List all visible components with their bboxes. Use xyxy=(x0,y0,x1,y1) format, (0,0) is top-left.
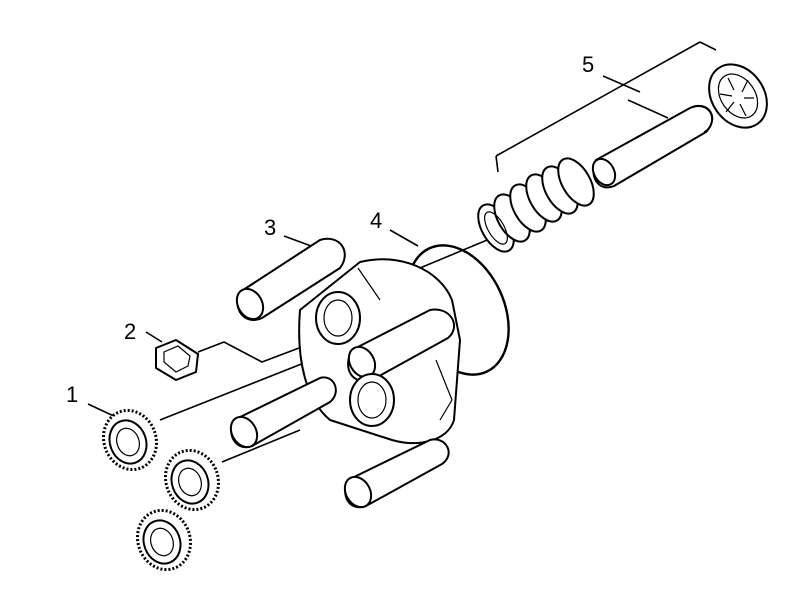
leader-line-1 xyxy=(87,403,119,419)
part-3-valve-housing xyxy=(229,237,461,509)
leader-line-4 xyxy=(389,229,419,247)
callout-label-3: 3 xyxy=(264,215,276,240)
callout-label-1: 1 xyxy=(66,382,78,407)
leader-line-5 xyxy=(495,41,717,173)
part-2-clip xyxy=(155,339,199,381)
seal-ring-3 xyxy=(136,508,192,572)
callout-label-2: 2 xyxy=(124,319,136,344)
callout-label-4: 4 xyxy=(370,208,382,233)
leader-line-2 xyxy=(145,331,163,343)
part-5-retainer-cap xyxy=(708,63,768,129)
axis-line-seal-2 xyxy=(221,429,301,463)
part-5-piston xyxy=(591,104,714,189)
seal-ring-2 xyxy=(164,448,220,512)
callout-label-5: 5 xyxy=(582,52,594,77)
seal-ring-1 xyxy=(102,408,158,472)
part-1-seal-rings xyxy=(102,408,220,572)
axis-line-oring xyxy=(419,237,493,269)
part-5-spring xyxy=(477,157,595,253)
